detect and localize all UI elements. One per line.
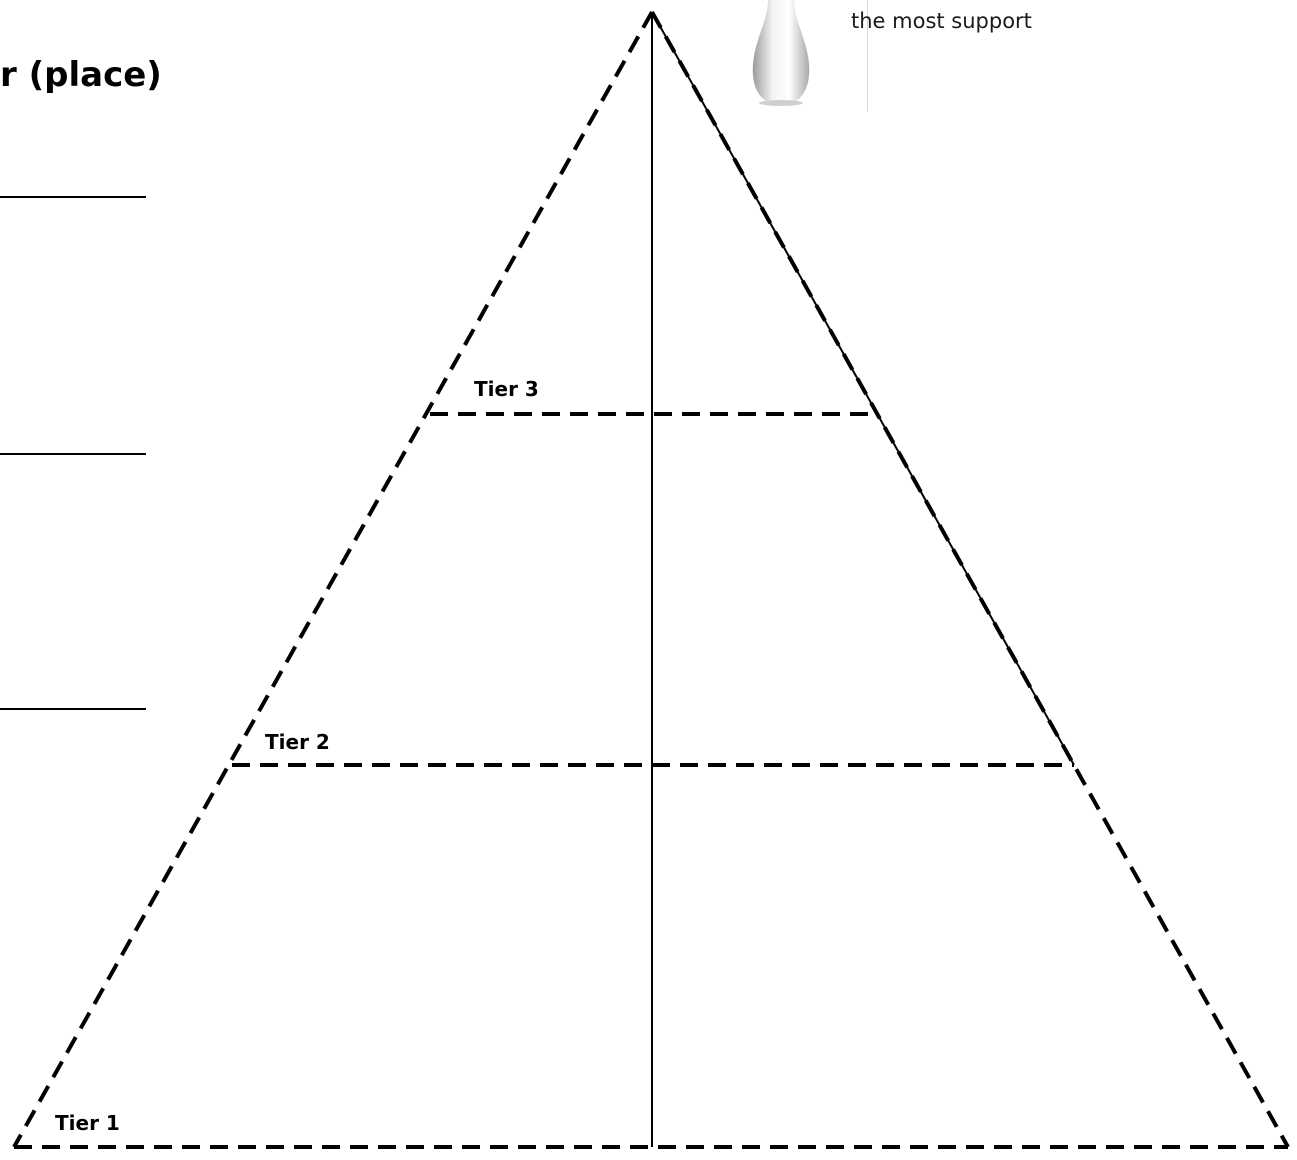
caption-divider <box>867 0 868 112</box>
pyramid-right-inner-edge <box>651 11 1075 766</box>
vase-image <box>752 0 810 106</box>
answer-line-3 <box>0 708 146 710</box>
tier-2-label: Tier 2 <box>265 730 330 754</box>
answer-line-1 <box>0 196 146 198</box>
worksheet-heading: r (place) <box>0 55 162 95</box>
caption-text: the most support <box>851 9 1032 33</box>
tier-1-label: Tier 1 <box>55 1111 120 1135</box>
tier-3-label: Tier 3 <box>474 377 539 401</box>
answer-line-2 <box>0 453 146 455</box>
pyramid-left-edge <box>12 11 654 1148</box>
